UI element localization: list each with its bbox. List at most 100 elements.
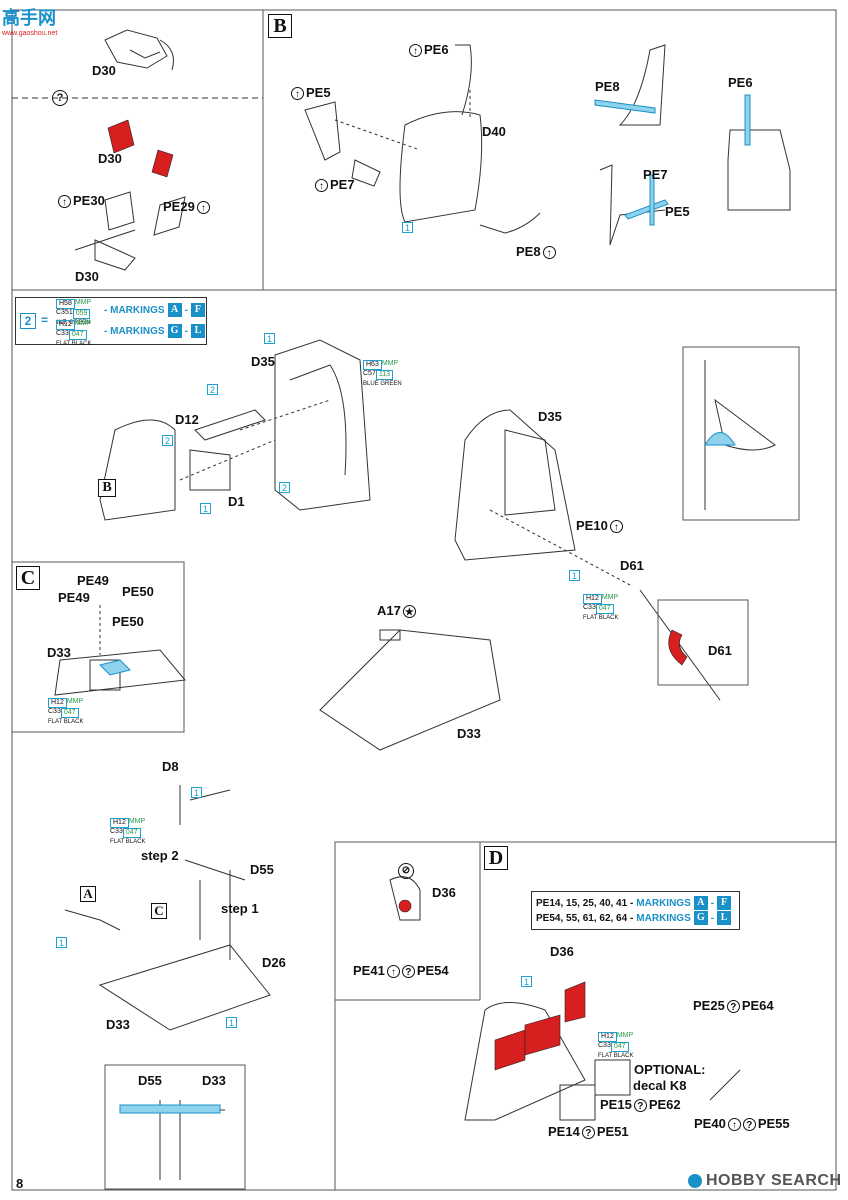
label-pe40-pe55: PE40↑?PE55 [694, 1116, 790, 1131]
label-d55-inset: D55 [138, 1073, 162, 1088]
step-number: 2 [279, 482, 290, 493]
label-pe41-pe54: PE41↑?PE54 [353, 963, 449, 978]
label-pe10: PE10↑ [576, 519, 623, 533]
label-a17: A17★ [377, 604, 416, 618]
label-d30-mid: D30 [98, 151, 122, 166]
label-d8: D8 [162, 759, 179, 774]
label-pe29: PE29↑ [163, 200, 210, 214]
label-d55: D55 [250, 862, 274, 877]
legend-eq: = [41, 313, 49, 327]
section-letter-c: C [16, 566, 40, 590]
label-d12: D12 [175, 412, 199, 427]
label-d33-inset: D33 [202, 1073, 226, 1088]
flip-icon: ↑ [609, 519, 623, 533]
footer-brand: HOBBY SEARCH [688, 1172, 842, 1190]
flip-icon: ↑ [727, 1117, 741, 1131]
watermark-url: www.gaoshou.net [2, 30, 58, 37]
label-pe8-right: PE8 [595, 79, 620, 94]
step-number: 1 [191, 787, 202, 798]
label-pe49: PE49 [58, 590, 90, 605]
question-icon: ? [633, 1098, 647, 1112]
label-step-2: step 2 [141, 848, 179, 863]
label-d36-inset: D36 [432, 885, 456, 900]
label-optional: OPTIONAL: [634, 1062, 706, 1077]
label-d33-c: D33 [47, 645, 71, 660]
ref-letter-b: B [98, 479, 116, 497]
step-number: 1 [226, 1017, 237, 1028]
ref-letter-c: C [151, 903, 167, 919]
watermark-site: 高手网 [2, 8, 56, 28]
label-d35-right: D35 [538, 409, 562, 424]
label-d33-floor: D33 [457, 726, 481, 741]
question-icon: ? [726, 999, 740, 1013]
step-number: 1 [521, 976, 532, 987]
label-pe7: ↑PE7 [315, 178, 355, 192]
label-d26: D26 [262, 955, 286, 970]
label-d36: D36 [550, 944, 574, 959]
legend-index: 2 [20, 313, 36, 329]
step-number: 1 [200, 503, 211, 514]
label-pe7-right: PE7 [643, 167, 668, 182]
label-pe6: ↑PE6 [409, 43, 449, 57]
label-d40: D40 [482, 124, 506, 139]
label-pe30: ↑PE30 [58, 194, 105, 208]
label-pe49-top: PE49 [77, 573, 109, 588]
label-pe25-pe64: PE25?PE64 [693, 998, 774, 1013]
label-d35: D35 [251, 354, 275, 369]
label-d30-bottom: D30 [75, 269, 99, 284]
flip-icon: ↑ [542, 245, 556, 259]
flip-icon: ↑ [196, 200, 210, 214]
step-number: 1 [264, 333, 275, 344]
question-icon: ? [52, 90, 68, 106]
step-number: 1 [569, 570, 580, 581]
label-step-1: step 1 [221, 901, 259, 916]
page-number: 8 [16, 1176, 24, 1191]
flip-icon: ↑ [409, 43, 422, 57]
label-pe8: PE8↑ [516, 245, 556, 259]
label-d33-lower: D33 [106, 1017, 130, 1032]
label-pe15-pe62: PE15?PE62 [600, 1097, 681, 1112]
step-number: 1 [402, 222, 413, 233]
flip-icon: ↑ [58, 194, 71, 208]
watermark: 高手网 www.gaoshou.net [2, 4, 57, 37]
step-number: 1 [56, 937, 67, 948]
section-letter-b: B [268, 14, 292, 38]
label-d1: D1 [228, 494, 245, 509]
step-number: 2 [207, 384, 218, 395]
ref-letter-a: A [80, 886, 96, 902]
flip-icon: ↑ [386, 964, 400, 978]
label-pe50: PE50 [112, 614, 144, 629]
label-pe50-top: PE50 [122, 584, 154, 599]
no-glue-icon: ⊘ [398, 862, 414, 879]
section-letter-d: D [484, 846, 508, 870]
label-decal-k8: decal K8 [633, 1078, 687, 1093]
label-pe5-right: PE5 [665, 204, 690, 219]
question-icon: ? [401, 964, 415, 978]
flip-icon: ↑ [291, 86, 304, 100]
label-pe6-right: PE6 [728, 75, 753, 90]
label-d61-inset: D61 [708, 643, 732, 658]
question-icon: ? [742, 1117, 756, 1131]
star-icon: ★ [402, 604, 416, 618]
question-icon: ? [581, 1125, 595, 1139]
hobbysearch-logo-icon [688, 1174, 702, 1188]
flip-icon: ↑ [315, 178, 328, 192]
step-number: 2 [162, 435, 173, 446]
label-d61: D61 [620, 558, 644, 573]
label-d30-top: D30 [92, 63, 116, 78]
label-pe14-pe51: PE14?PE51 [548, 1124, 629, 1139]
